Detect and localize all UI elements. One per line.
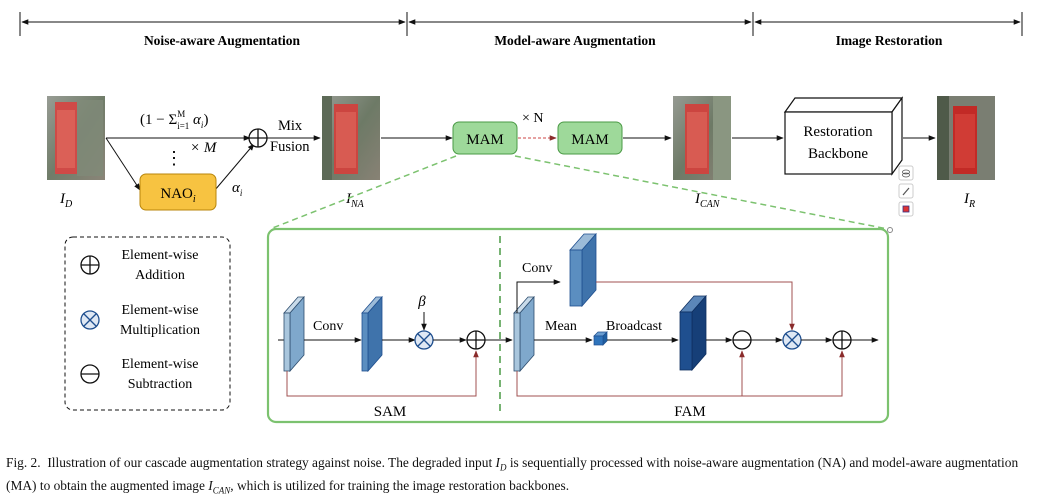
alpha-label: αi xyxy=(232,180,243,198)
image-can-thumbnail xyxy=(673,96,731,180)
sam-conv-label: Conv xyxy=(313,319,343,334)
legend-add-1: Element-wise xyxy=(122,248,199,263)
beta-label: β xyxy=(417,294,426,310)
mam-label-2: MAM xyxy=(571,132,609,148)
sam-label: SAM xyxy=(374,404,407,420)
fam-conv-block-dark xyxy=(679,294,707,372)
image-na-thumbnail xyxy=(322,96,380,180)
sam-multiply-icon xyxy=(414,330,434,350)
label-can: ICAN xyxy=(694,191,721,210)
label-input: ID xyxy=(59,191,73,210)
caption-var-1: ID xyxy=(495,455,507,473)
stage-header: Noise-aware Augmentation Model-aware Aug… xyxy=(19,12,1023,48)
fusion-add-icon xyxy=(248,128,268,148)
stage-model-label: Model-aware Augmentation xyxy=(494,33,656,48)
nao-box xyxy=(139,173,217,211)
sam-module: Conv β SAM xyxy=(278,294,513,420)
add-icon xyxy=(80,255,100,275)
color-icon[interactable] xyxy=(898,201,914,217)
sam-conv-block-2 xyxy=(361,295,383,373)
legend-mul-2: Multiplication xyxy=(120,323,200,338)
legend-sub-1: Element-wise xyxy=(122,357,199,372)
caption-text-1: Illustration of our cascade augmentation… xyxy=(47,455,496,470)
mam-box-1 xyxy=(452,121,518,155)
broadcast-label: Broadcast xyxy=(606,319,662,334)
mam-box-2 xyxy=(557,121,623,155)
caption-var-2: ICAN xyxy=(208,477,231,496)
expand-line-left xyxy=(269,155,457,230)
fam-add-icon xyxy=(832,330,852,350)
mam-label-1: MAM xyxy=(466,132,504,148)
mean-label: Mean xyxy=(545,319,577,334)
pen-icon[interactable] xyxy=(898,183,914,199)
fam-conv-label: Conv xyxy=(522,261,552,276)
fam-label: FAM xyxy=(674,404,705,420)
legend-sub-2: Subtraction xyxy=(128,377,193,392)
stage-restoration-label: Image Restoration xyxy=(836,33,943,48)
backbone-line1: Restoration xyxy=(803,124,873,140)
image-input-thumbnail xyxy=(47,96,105,180)
nao-label: NAOi xyxy=(160,186,196,205)
backbone-line2: Backbone xyxy=(808,146,868,162)
label-na: INA xyxy=(345,191,365,210)
mean-cube xyxy=(593,331,608,346)
floating-toolbar xyxy=(887,165,914,233)
fam-subtract-icon xyxy=(732,330,752,350)
legend-add-2: Addition xyxy=(135,268,185,283)
layers-icon[interactable] xyxy=(898,165,914,181)
caption-text-2: is sequentially processed with noise-awa… xyxy=(6,455,1019,493)
model-aware-block: MAM × N MAM xyxy=(381,111,672,155)
fam-module: Conv Mean Broadcast xyxy=(513,232,879,420)
fam-conv-block-top xyxy=(569,232,597,308)
expand-line-right xyxy=(514,155,889,230)
times-m-label: × M xyxy=(190,140,218,156)
legend: Element-wise Addition Element-wise Multi… xyxy=(64,236,231,411)
times-n-label: × N xyxy=(522,111,544,126)
fusion-label: Fusion xyxy=(270,139,310,155)
fam-conv-block-input xyxy=(513,295,535,373)
subtract-icon xyxy=(80,364,100,384)
caption-fig-number: Fig. 2. xyxy=(6,455,41,470)
restoration-backbone: Restoration Backbone xyxy=(732,96,936,176)
image-restored-thumbnail xyxy=(937,96,995,180)
multiply-icon xyxy=(80,310,100,330)
caption-text-3: , which is utilized for training the ima… xyxy=(230,477,570,493)
mam-detail-frame: Conv β SAM xyxy=(266,227,890,424)
fam-multiply-icon xyxy=(782,330,802,350)
stage-noise-label: Noise-aware Augmentation xyxy=(144,33,301,48)
vertical-dots: ⋮ xyxy=(165,148,183,168)
legend-mul-1: Element-wise xyxy=(122,303,199,318)
figure-caption: Fig. 2. Illustration of our cascade augm… xyxy=(6,454,1038,499)
sam-add-icon xyxy=(466,330,486,350)
mix-label: Mix xyxy=(278,118,303,134)
label-restored: IR xyxy=(963,191,975,210)
